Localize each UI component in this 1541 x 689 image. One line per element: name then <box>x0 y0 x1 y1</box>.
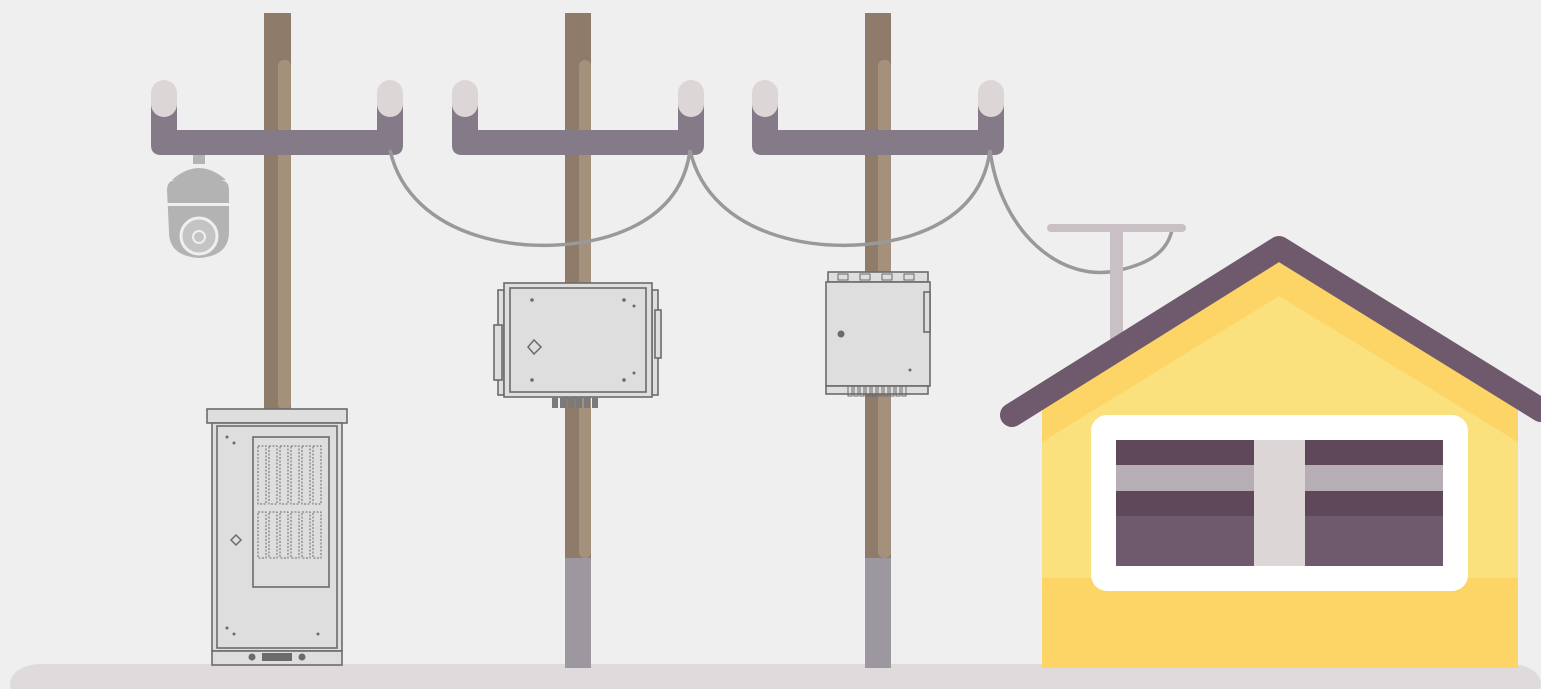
pole-2-insulator-left <box>452 80 478 117</box>
utility-pole-1 <box>151 13 403 413</box>
cabinet-base-hole-right <box>298 653 306 661</box>
antenna-icon <box>1047 224 1186 342</box>
dome-ptz-camera-icon <box>167 155 229 258</box>
floor-standing-cabinet-icon <box>206 408 348 666</box>
terminal-block <box>901 385 907 397</box>
cabinet-roof <box>206 408 348 424</box>
terminal-block <box>877 385 883 397</box>
cabinet-screw <box>316 632 320 636</box>
pole-3-base <box>865 558 891 668</box>
enclosure-1-left-flange <box>493 324 503 381</box>
enclosure-1-lock <box>527 338 543 356</box>
enclosure-2-terminals <box>837 273 915 397</box>
pole-2-crossarm <box>452 100 704 155</box>
enclosure-2-side-bracket <box>923 291 931 333</box>
pole-3-crossarm <box>752 100 1004 155</box>
house-wall-lower <box>1042 578 1518 668</box>
cabinet-door <box>216 425 338 649</box>
cabinet-screw <box>225 626 229 630</box>
cabinet-vent-slot <box>290 445 300 505</box>
terminal-block <box>871 385 877 397</box>
terminal-block <box>889 385 895 397</box>
wall-mount-enclosure-icon <box>493 282 662 408</box>
rail-clip <box>881 273 893 281</box>
cabinet-vent-slot <box>268 511 278 559</box>
cabinet-vent-slot <box>257 511 267 559</box>
camera-lens <box>192 230 206 244</box>
cabinet-screw <box>232 632 236 636</box>
camera-top <box>172 168 226 180</box>
cabinet-vent-slot <box>312 445 322 505</box>
cable-gland <box>560 397 566 408</box>
pole-2-base <box>565 558 591 668</box>
enclosure-1-body <box>503 282 653 398</box>
enclosure-1-screw <box>530 378 534 382</box>
cabinet-vent-slot <box>301 511 311 559</box>
house-icon <box>1000 236 1541 668</box>
cabinet-screw <box>232 441 236 445</box>
cabinet-vent-slot <box>312 511 322 559</box>
terminal-block <box>883 385 889 397</box>
enclosure-2-screw <box>908 368 912 372</box>
cable-gland <box>568 397 574 408</box>
cable-gland <box>584 397 590 408</box>
wire-pole2-pole3 <box>688 149 992 248</box>
pole-2-insulator-right <box>678 80 704 117</box>
terminal-block <box>859 385 865 397</box>
cabinet-vent-slot <box>301 445 311 505</box>
wire-pole1-pole2 <box>388 149 692 248</box>
cable-gland <box>576 397 582 408</box>
cabinet-base-slot <box>262 653 292 661</box>
cabinet-vent-slot <box>279 511 289 559</box>
enclosure-1-screw <box>632 371 636 375</box>
enclosure-1-screw <box>530 298 534 302</box>
enclosure-2-lock <box>837 330 845 338</box>
enclosure-1-cable-glands <box>552 397 598 408</box>
antenna-mast <box>1110 232 1123 342</box>
cabinet-vents <box>257 445 322 559</box>
camera-lens-housing <box>179 216 219 256</box>
pole-1-insulator-left <box>151 80 177 117</box>
cabinet-base-hole-left <box>248 653 256 661</box>
terminal-block <box>853 385 859 397</box>
rail-clip <box>837 273 849 281</box>
cable-gland <box>592 397 598 408</box>
terminal-block <box>895 385 901 397</box>
pole-1-insulator-right <box>377 80 403 117</box>
cabinet-vent-slot <box>257 445 267 505</box>
enclosure-1-screw <box>632 304 636 308</box>
enclosure-1-right-flange <box>654 309 662 359</box>
cabinet-lock <box>229 533 243 547</box>
cabinet-vent-slot <box>268 445 278 505</box>
rail-clip <box>859 273 871 281</box>
din-enclosure-icon <box>825 271 931 397</box>
cabinet-vent-slot <box>290 511 300 559</box>
wire-pole3-house <box>988 149 1174 275</box>
enclosure-1-screw <box>622 378 626 382</box>
terminal-block <box>865 385 871 397</box>
rail-clip <box>903 273 915 281</box>
window-divider <box>1254 440 1305 566</box>
ground <box>10 664 1541 689</box>
camera-band <box>167 203 229 206</box>
terminal-block <box>847 385 853 397</box>
power-lines <box>388 149 1174 275</box>
pole-1-highlight <box>278 60 291 410</box>
cable-gland <box>552 397 558 408</box>
pole-1-crossarm <box>151 100 403 155</box>
pole-3-insulator-right <box>978 80 1004 117</box>
pole-3-insulator-left <box>752 80 778 117</box>
enclosure-1-screw <box>622 298 626 302</box>
house-roof <box>1000 236 1541 427</box>
antenna-crossbar <box>1047 224 1186 232</box>
cabinet-vent-slot <box>279 445 289 505</box>
camera-mount <box>193 155 205 164</box>
cabinet-screw <box>225 435 229 439</box>
enclosure-1-door <box>509 287 647 393</box>
enclosure-2-bottom-rail <box>825 385 929 395</box>
